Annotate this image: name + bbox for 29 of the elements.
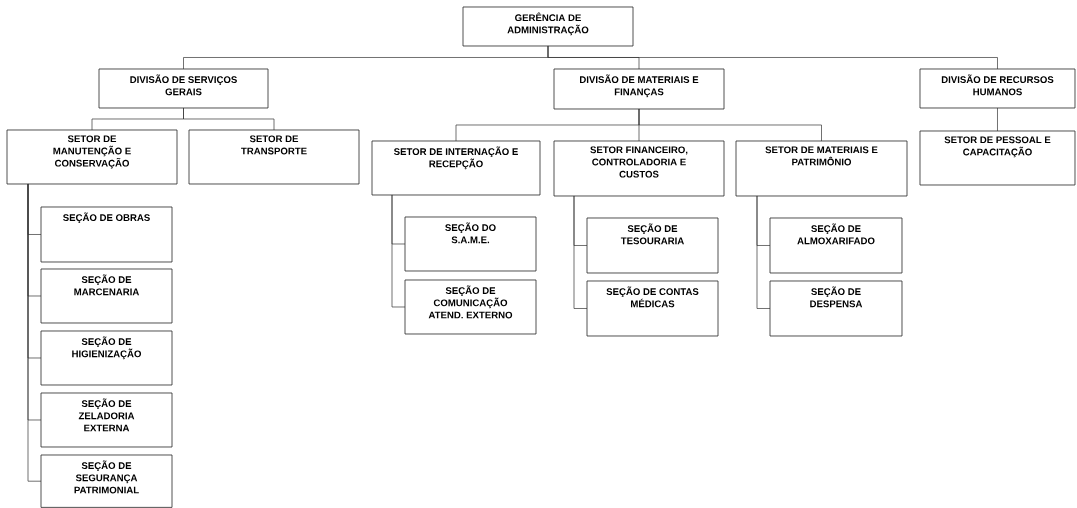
org-box: SEÇÃO DE ALMOXARIFADO	[769, 217, 903, 274]
org-box: SETOR FINANCEIRO, CONTROLADORIA E CUSTOS	[553, 140, 725, 197]
org-box: SETOR DE MATERIAIS E PATRIMÔNIO	[735, 140, 908, 197]
connector-line	[997, 107, 998, 132]
org-box: DIVISÃO DE SERVIÇOS GERAIS	[98, 68, 269, 109]
org-box: DIVISÃO DE RECURSOS HUMANOS	[919, 68, 1076, 109]
org-box: SEÇÃO DE SEGURANÇA PATRIMONIAL	[40, 454, 173, 508]
org-box: SEÇÃO DE COMUNICAÇÃO ATEND. EXTERNO	[404, 279, 537, 335]
org-box: SETOR DE PESSOAL E CAPACITAÇÃO	[919, 130, 1076, 186]
org-box: DIVISÃO DE MATERIAIS E FINANÇAS	[553, 68, 725, 110]
org-box: SEÇÃO DE TESOURARIA	[586, 217, 719, 274]
connector-line	[573, 195, 588, 309]
connector-line	[391, 194, 406, 308]
org-box: SEÇÃO DE ZELADORIA EXTERNA	[40, 392, 173, 448]
connector-line	[638, 108, 822, 142]
connector-line	[27, 183, 42, 482]
org-box: SETOR DE TRANSPORTE	[188, 129, 360, 185]
org-box: SEÇÃO DE MARCENARIA	[40, 268, 173, 324]
org-box: SETOR DE INTERNAÇÃO E RECEPÇÃO	[371, 140, 541, 196]
connector-line	[756, 195, 771, 309]
org-box: SEÇÃO DE OBRAS	[40, 206, 173, 263]
org-box: SEÇÃO DE HIGIENIZAÇÃO	[40, 330, 173, 386]
connector-line	[183, 107, 275, 131]
org-box: GERÊNCIA DE ADMINISTRAÇÃO	[462, 6, 634, 47]
org-box: SETOR DE MANUTENÇÃO E CONSERVAÇÃO	[6, 129, 178, 185]
connector-line	[547, 45, 998, 70]
org-box: SEÇÃO DO S.A.M.E.	[404, 216, 537, 272]
org-box: SEÇÃO DE CONTAS MÉDICAS	[586, 280, 719, 337]
org-box: SEÇÃO DE DESPENSA	[769, 280, 903, 337]
